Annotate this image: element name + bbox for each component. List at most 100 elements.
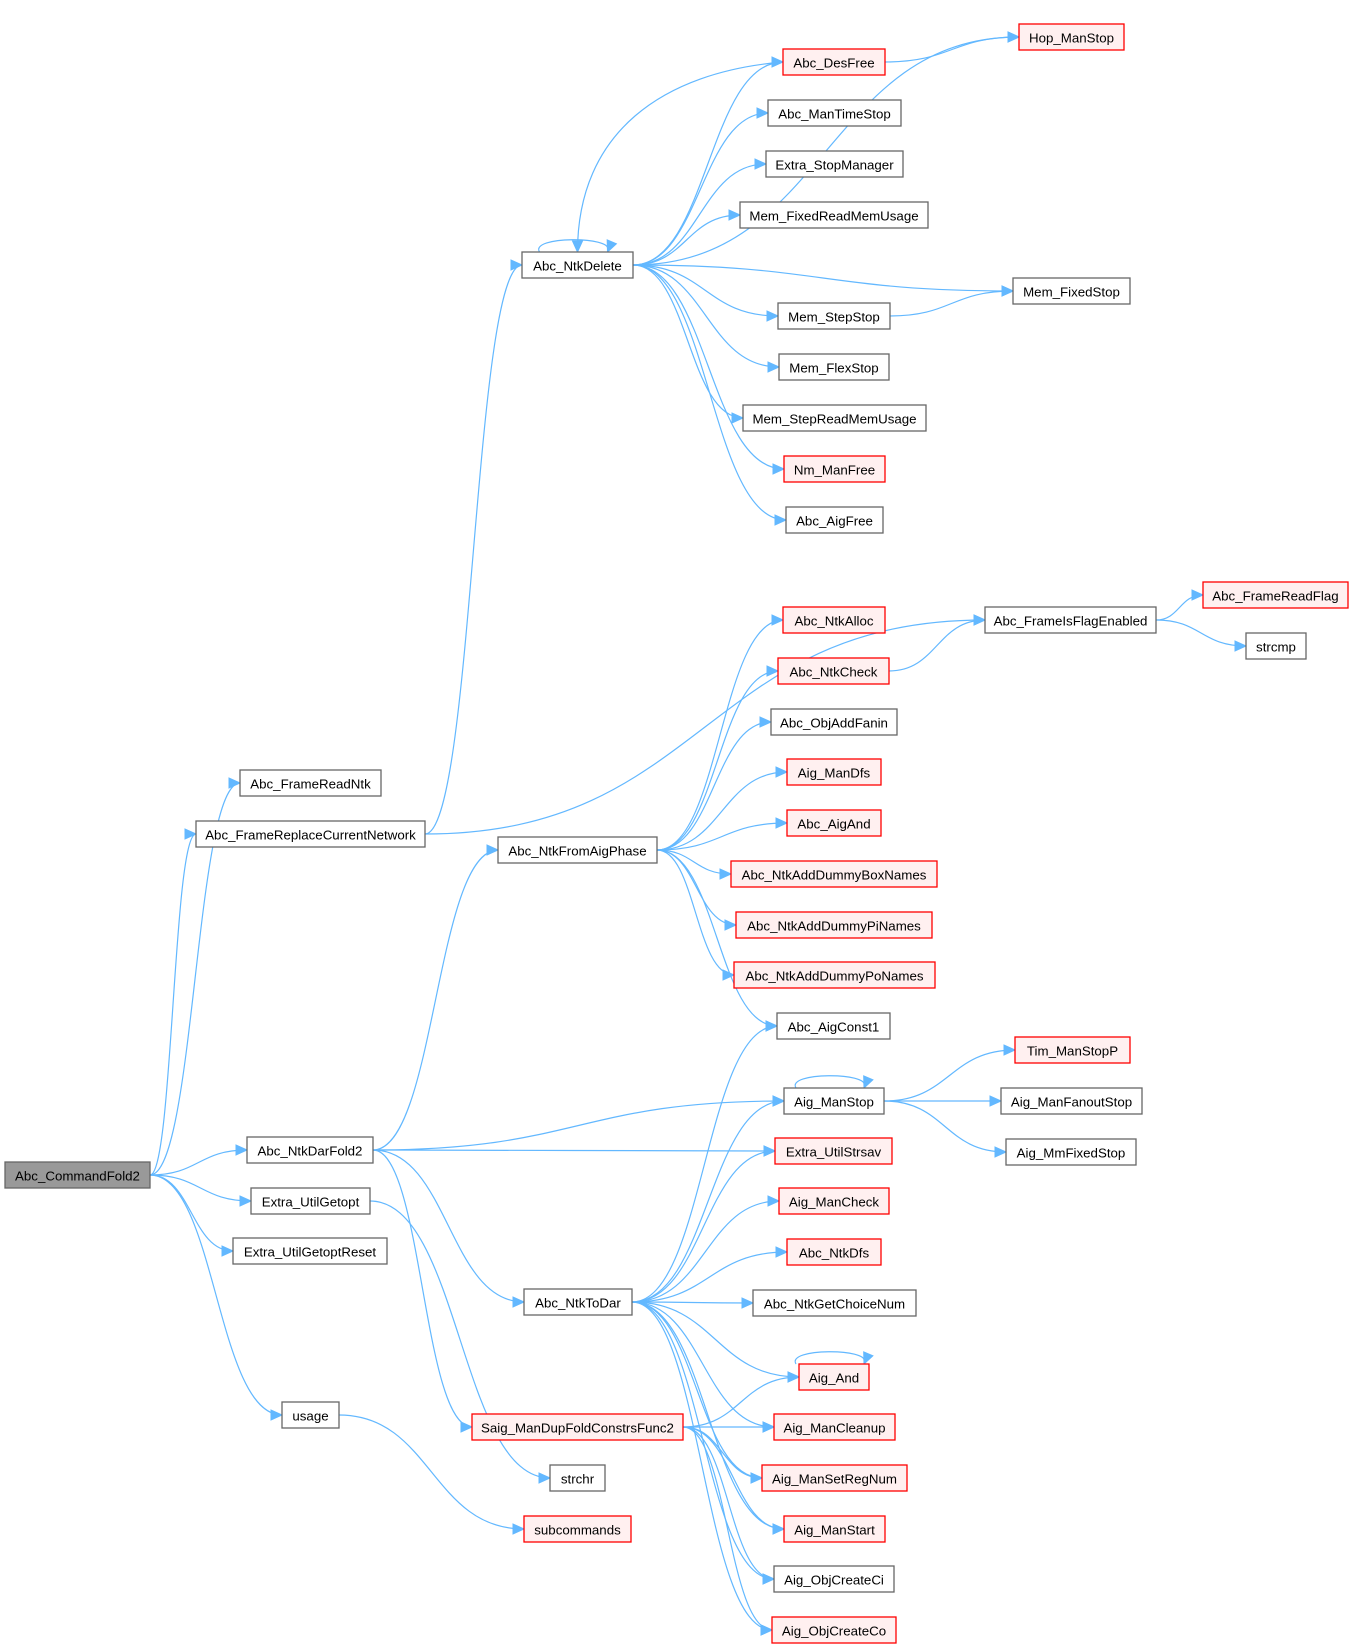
node-aig-man-dfs[interactable]: Aig_ManDfs <box>786 758 882 786</box>
node-aig-man-fanout-stop[interactable]: Aig_ManFanoutStop <box>1000 1087 1143 1115</box>
arrowhead <box>973 614 987 626</box>
node-aig-mm-fixed-stop[interactable]: Aig_MmFixedStop <box>1005 1138 1137 1166</box>
edge-abc-ntk-delete-to-mem-step-stop <box>632 264 779 317</box>
node-extra-util-getopt[interactable]: Extra_UtilGetopt <box>250 1187 371 1215</box>
arrowhead <box>762 1421 776 1433</box>
edge-abc-ntk-delete-to-nm-man-free <box>632 264 785 470</box>
arrowhead <box>774 514 788 526</box>
node-label: Aig_ManDfs <box>798 766 871 781</box>
node-abc-ntk-alloc[interactable]: Abc_NtkAlloc <box>782 606 886 634</box>
edge-abc-command-fold2-to-abc-frame-read-ntk <box>149 782 241 1176</box>
node-tim-man-stop-p[interactable]: Tim_ManStopP <box>1014 1036 1131 1064</box>
node-abc-frame-replace-current-network[interactable]: Abc_FrameReplaceCurrentNetwork <box>195 820 426 848</box>
node-abc-frame-read-ntk[interactable]: Abc_FrameReadNtk <box>239 769 382 797</box>
node-box <box>523 1288 633 1316</box>
node-box <box>782 606 886 634</box>
edge-abc-ntk-to-dar-to-aig-man-check <box>631 1200 780 1303</box>
arrowhead <box>1001 285 1015 297</box>
arrowhead <box>228 777 242 789</box>
arrowhead <box>772 1095 786 1107</box>
edge-abc-ntk-to-dar-to-aig-man-stop <box>631 1100 785 1303</box>
node-mem-step-stop[interactable]: Mem_StepStop <box>777 302 891 330</box>
node-aig-obj-create-co[interactable]: Aig_ObjCreateCo <box>771 1616 897 1644</box>
node-label: Abc_NtkAddDummyPoNames <box>745 969 923 984</box>
node-abc-frame-is-flag-enabled[interactable]: Abc_FrameIsFlagEnabled <box>984 606 1157 634</box>
arrowhead <box>766 665 780 677</box>
arrowhead <box>754 158 768 170</box>
node-abc-ntk-check[interactable]: Abc_NtkCheck <box>777 657 890 685</box>
node-mem-fixed-stop[interactable]: Mem_FixedStop <box>1012 277 1131 305</box>
node-hop-man-stop[interactable]: Hop_ManStop <box>1018 23 1125 51</box>
node-abc-aig-const1[interactable]: Abc_AigConst1 <box>776 1012 891 1040</box>
edge-abc-command-fold2-to-usage <box>149 1174 283 1416</box>
node-abc-ntk-add-dummy-pi-names[interactable]: Abc_NtkAddDummyPiNames <box>735 911 933 939</box>
node-box <box>782 48 886 76</box>
node-strcmp[interactable]: strcmp <box>1245 632 1307 660</box>
node-abc-des-free[interactable]: Abc_DesFree <box>782 48 886 76</box>
node-extra-stop-manager[interactable]: Extra_StopManager <box>765 150 904 178</box>
node-extra-util-getopt-reset[interactable]: Extra_UtilGetoptReset <box>232 1237 388 1265</box>
node-label: Aig_ManFanoutStop <box>1011 1095 1132 1110</box>
node-abc-ntk-delete[interactable]: Abc_NtkDelete <box>521 251 634 279</box>
node-abc-ntk-dar-fold2[interactable]: Abc_NtkDarFold2 <box>246 1136 374 1164</box>
node-mem-step-read-mem-usage[interactable]: Mem_StepReadMemUsage <box>742 404 927 432</box>
node-label: Abc_AigAnd <box>797 817 870 832</box>
node-abc-ntk-add-dummy-box-names[interactable]: Abc_NtkAddDummyBoxNames <box>730 860 938 888</box>
node-abc-aig-free[interactable]: Abc_AigFree <box>785 506 884 534</box>
node-abc-command-fold2[interactable]: Abc_CommandFold2 <box>4 1161 151 1189</box>
edge-abc-ntk-delete-to-mem-fixed-stop <box>632 264 1014 292</box>
node-aig-and[interactable]: Aig_And <box>798 1363 870 1391</box>
node-abc-obj-add-fanin[interactable]: Abc_ObjAddFanin <box>770 708 898 736</box>
node-extra-util-strsav[interactable]: Extra_UtilStrsav <box>774 1137 893 1165</box>
arrowhead <box>538 1472 552 1484</box>
arrowhead <box>571 240 584 254</box>
node-subcommands[interactable]: subcommands <box>523 1515 632 1543</box>
node-box <box>1005 1138 1137 1166</box>
node-aig-man-start[interactable]: Aig_ManStart <box>783 1515 886 1543</box>
node-abc-ntk-add-dummy-po-names[interactable]: Abc_NtkAddDummyPoNames <box>733 961 936 989</box>
node-mem-fixed-read-mem-usage[interactable]: Mem_FixedReadMemUsage <box>739 201 929 229</box>
node-aig-man-cleanup[interactable]: Aig_ManCleanup <box>773 1413 896 1441</box>
node-box <box>246 1136 374 1164</box>
node-strchr[interactable]: strchr <box>549 1464 606 1492</box>
edge-abc-command-fold2-to-abc-frame-replace-current-network <box>149 833 197 1176</box>
node-usage[interactable]: usage <box>281 1401 340 1429</box>
node-box <box>774 1137 893 1165</box>
edge-abc-ntk-from-aig-phase-to-abc-ntk-check <box>656 670 779 851</box>
node-aig-man-stop[interactable]: Aig_ManStop <box>783 1087 885 1115</box>
edge-extra-util-getopt-to-strchr <box>369 1200 551 1479</box>
node-aig-man-set-reg-num[interactable]: Aig_ManSetRegNum <box>761 1464 908 1492</box>
arrowhead <box>1007 31 1021 43</box>
node-box <box>783 1087 885 1115</box>
node-label: Extra_UtilStrsav <box>786 1145 882 1160</box>
arrowhead <box>863 1075 874 1090</box>
node-abc-ntk-to-dar[interactable]: Abc_NtkToDar <box>523 1288 633 1316</box>
arrowhead <box>486 844 500 856</box>
node-box <box>778 353 890 381</box>
node-abc-man-time-stop[interactable]: Abc_ManTimeStop <box>767 99 902 127</box>
node-aig-man-check[interactable]: Aig_ManCheck <box>778 1187 890 1215</box>
node-aig-obj-create-ci[interactable]: Aig_ObjCreateCi <box>773 1565 895 1593</box>
node-box <box>786 1238 882 1266</box>
node-abc-ntk-from-aig-phase[interactable]: Abc_NtkFromAigPhase <box>497 836 658 864</box>
node-abc-aig-and[interactable]: Abc_AigAnd <box>786 809 882 837</box>
node-saig-man-dup-fold-constrs-func2[interactable]: Saig_ManDupFoldConstrsFunc2 <box>471 1413 684 1441</box>
node-mem-flex-stop[interactable]: Mem_FlexStop <box>778 353 890 381</box>
edge-abc-frame-replace-current-network-to-abc-ntk-delete <box>424 264 523 835</box>
node-box <box>742 404 927 432</box>
arrowhead <box>762 1573 776 1585</box>
node-label: Abc_NtkFromAigPhase <box>508 844 646 859</box>
node-abc-ntk-get-choice-num[interactable]: Abc_NtkGetChoiceNum <box>752 1289 917 1317</box>
node-box <box>1018 23 1125 51</box>
node-label: Hop_ManStop <box>1029 31 1114 46</box>
node-nm-man-free[interactable]: Nm_ManFree <box>783 455 886 483</box>
edge-aig-and-to-aig-and <box>794 1351 865 1365</box>
node-label: Aig_MmFixedStop <box>1017 1146 1126 1161</box>
edge-saig-man-dup-fold-constrs-func2-to-aig-obj-create-co <box>682 1426 773 1631</box>
arrowhead <box>763 1145 777 1157</box>
edge-abc-ntk-from-aig-phase-to-abc-aig-const1 <box>656 849 778 1027</box>
node-abc-ntk-dfs[interactable]: Abc_NtkDfs <box>786 1238 882 1266</box>
edge-abc-frame-is-flag-enabled-to-strcmp <box>1155 619 1247 647</box>
arrowhead <box>756 107 770 119</box>
node-abc-frame-read-flag[interactable]: Abc_FrameReadFlag <box>1202 581 1349 609</box>
